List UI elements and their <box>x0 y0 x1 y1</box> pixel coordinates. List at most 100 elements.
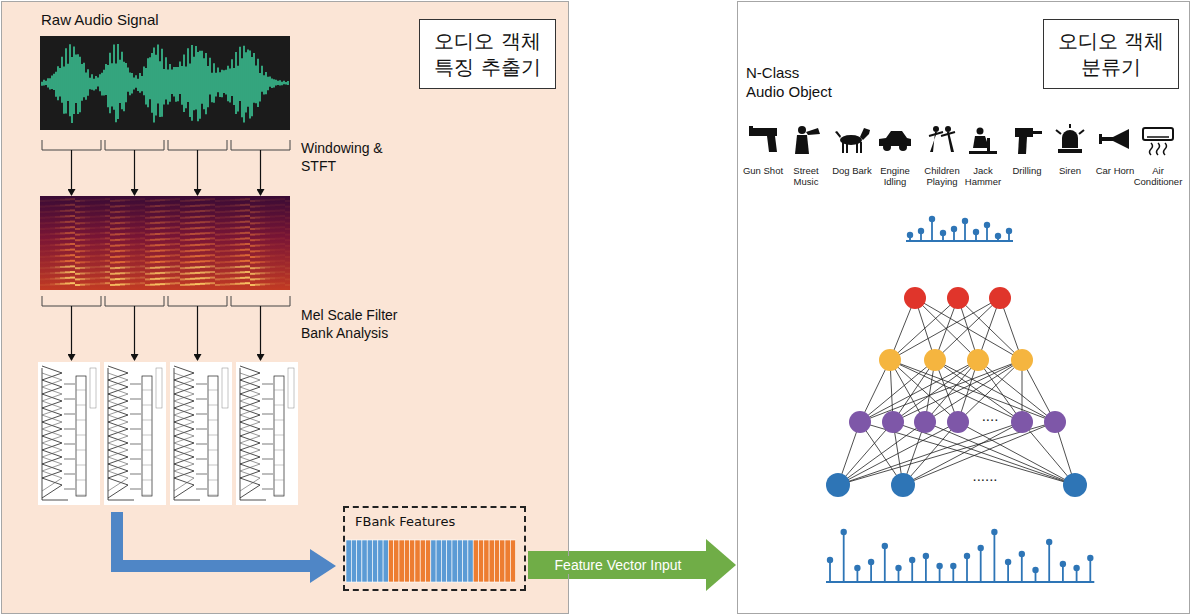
harmonic-cell <box>120 205 125 207</box>
harmonic-cell <box>190 199 195 201</box>
harmonic-cell <box>230 272 235 274</box>
harmonic-cell <box>195 244 200 246</box>
harmonic-cell <box>130 232 135 234</box>
harmonic-cell <box>165 210 170 212</box>
harmonic-cell <box>50 267 55 269</box>
harmonic-cell <box>275 199 280 201</box>
harmonic-cell <box>215 256 220 258</box>
harmonic-cell <box>200 260 205 262</box>
panel-fill <box>737 1 1190 614</box>
harmonic-cell <box>210 265 215 267</box>
harmonic-cell <box>145 222 150 224</box>
panel-text: Mel Scale Filter Bank Analysis <box>301 307 426 342</box>
harmonic-cell <box>255 284 260 286</box>
classifier-panel: N-Class Audio Object오디오 객체 분류기 <box>737 1 1190 614</box>
harmonic-cell <box>60 277 65 279</box>
wave-stroke <box>253 53 254 103</box>
harmonic-cell <box>90 233 95 235</box>
harmonic-cell <box>270 244 275 246</box>
harmonic-cell <box>120 227 125 229</box>
harmonic-cell <box>275 243 280 245</box>
harmonic-cell <box>210 209 215 211</box>
harmonic-cell <box>70 226 75 228</box>
harmonic-cell <box>215 262 220 264</box>
harmonic-cell <box>120 233 125 235</box>
feature-cell <box>415 540 420 582</box>
harmonic-cell <box>285 228 290 230</box>
harmonic-cell <box>205 271 210 273</box>
neuron <box>924 349 946 371</box>
feature-cell <box>394 540 399 582</box>
harmonic-cell <box>140 277 145 279</box>
feature-cell <box>399 540 404 582</box>
frame-bracket <box>42 140 101 150</box>
harmonic-cell <box>260 239 265 241</box>
harmonic-cell <box>170 215 175 217</box>
harmonic-cell <box>235 244 240 246</box>
harmonic-cell <box>150 211 155 213</box>
harmonic-cell <box>245 237 250 239</box>
harmonic-cell <box>85 278 90 280</box>
harmonic-cell <box>40 245 45 247</box>
harmonic-cell <box>60 232 65 234</box>
harmonic-cell <box>165 227 170 229</box>
harmonic-cell <box>85 255 90 257</box>
harmonic-cell <box>250 234 255 236</box>
harmonic-cell <box>150 200 155 202</box>
harmonic-cell <box>180 222 185 224</box>
harmonic-cell <box>255 267 260 269</box>
harmonic-cell <box>230 210 235 212</box>
harmonic-cell <box>225 272 230 274</box>
harmonic-cell <box>55 238 60 240</box>
harmonic-cell <box>255 250 260 252</box>
harmonic-cell <box>235 238 240 240</box>
frame-bracket <box>168 296 227 306</box>
wave-stroke <box>281 82 282 86</box>
harmonic-cell <box>205 227 210 229</box>
harmonic-cell <box>185 217 190 219</box>
harmonic-cell <box>215 200 220 202</box>
harmonic-cell <box>100 255 105 257</box>
harmonic-cell <box>75 245 80 247</box>
harmonic-cell <box>80 239 85 241</box>
harmonic-cell <box>250 222 255 224</box>
harmonic-cell <box>110 200 115 202</box>
harmonic-cell <box>265 283 270 285</box>
wave-stroke <box>269 77 270 87</box>
harmonic-cell <box>245 215 250 217</box>
harmonic-cell <box>150 205 155 207</box>
harmonic-cell <box>70 237 75 239</box>
harmonic-cell <box>140 237 145 239</box>
harmonic-cell <box>180 278 185 280</box>
harmonic-cell <box>40 273 45 275</box>
harmonic-cell <box>70 277 75 279</box>
harmonic-cell <box>40 256 45 258</box>
harmonic-cell <box>100 266 105 268</box>
harmonic-cell <box>55 233 60 235</box>
harmonic-cell <box>240 271 245 273</box>
harmonic-cell <box>210 237 215 239</box>
harmonic-cell <box>110 222 115 224</box>
harmonic-cell <box>230 261 235 263</box>
harmonic-cell <box>280 215 285 217</box>
harmonic-cell <box>280 271 285 273</box>
harmonic-cell <box>135 199 140 201</box>
harmonic-cell <box>180 273 185 275</box>
wave-stroke <box>153 48 154 123</box>
harmonic-cell <box>55 278 60 280</box>
harmonic-cell <box>170 232 175 234</box>
harmonic-cell <box>40 234 45 236</box>
panel-heading-box: 오디오 객체 분류기 <box>1043 19 1179 89</box>
harmonic-cell <box>270 227 275 229</box>
harmonic-cell <box>280 226 285 228</box>
harmonic-cell <box>240 238 245 240</box>
harmonic-cell <box>210 260 215 262</box>
harmonic-cell <box>285 245 290 247</box>
harmonic-cell <box>155 244 160 246</box>
harmonic-cell <box>285 234 290 236</box>
harmonic-cell <box>285 262 290 264</box>
harmonic-cell <box>60 216 65 218</box>
harmonic-cell <box>175 204 180 206</box>
harmonic-cell <box>165 266 170 268</box>
harmonic-cell <box>130 238 135 240</box>
